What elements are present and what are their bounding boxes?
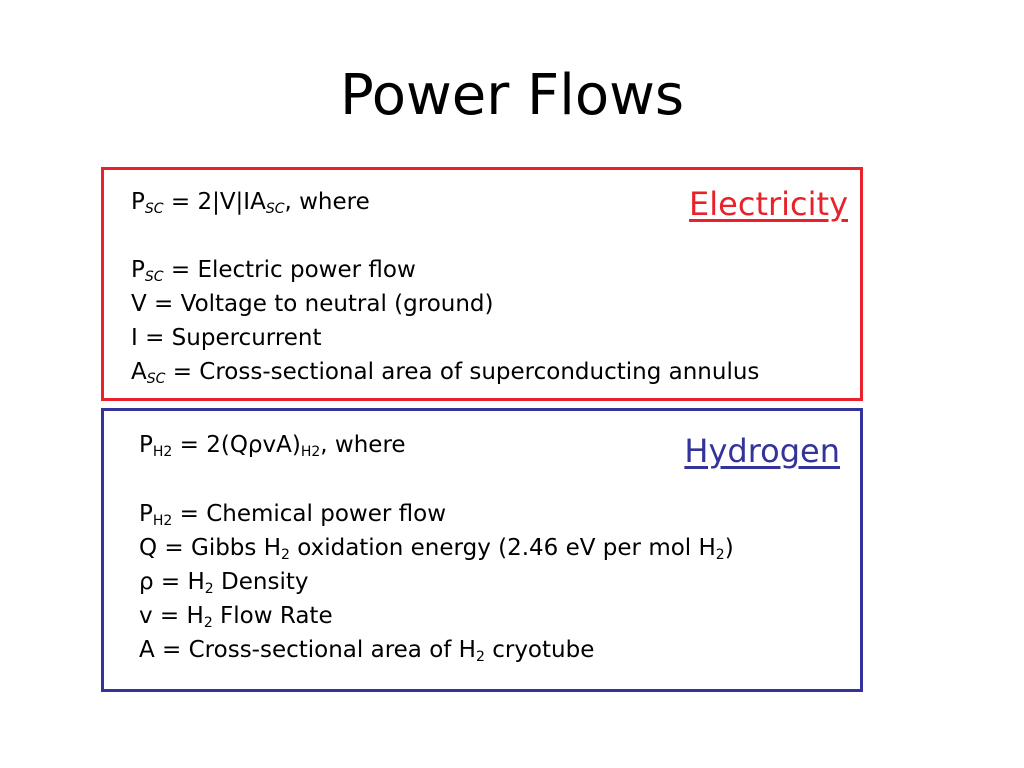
eq-subscript: H2 <box>300 444 321 460</box>
eq-symbol: P <box>131 189 145 215</box>
eq-symbol: P <box>139 432 153 458</box>
def-text: Density <box>213 569 309 595</box>
def-subscript: 2 <box>475 649 485 665</box>
hydrogen-label: Hydrogen <box>684 432 840 470</box>
def-text: = Cross-sectional area of superconductin… <box>165 359 760 385</box>
hydrogen-def-gibbs: Q = Gibbs H2 oxidation energy (2.46 eV p… <box>139 534 734 562</box>
def-subscript: H2 <box>152 513 173 529</box>
electricity-def-power: PSC = Electric power flow <box>131 256 416 284</box>
hydrogen-def-flow-rate: v = H2 Flow Rate <box>139 602 333 630</box>
def-text: ) <box>724 535 734 561</box>
eq-subscript: SC <box>265 201 285 217</box>
def-text: Flow Rate <box>212 603 333 629</box>
def-subscript: 2 <box>203 615 213 631</box>
eq-end: , where <box>284 189 370 215</box>
eq-subscript: SC <box>144 201 164 217</box>
electricity-def-area: ASC = Cross-sectional area of supercondu… <box>131 358 759 386</box>
def-text: oxidation energy (2.46 eV per mol H <box>289 535 716 561</box>
def-text: = Chemical power flow <box>172 501 446 527</box>
def-text: v = H <box>139 603 204 629</box>
eq-end: , where <box>320 432 406 458</box>
def-symbol: A <box>131 359 147 385</box>
def-subscript: 2 <box>715 547 725 563</box>
def-subscript: SC <box>146 371 166 387</box>
def-symbol: P <box>139 501 153 527</box>
def-text: ρ = H <box>139 569 205 595</box>
electricity-equation: PSC = 2|V|IASC, where <box>131 188 370 216</box>
electricity-def-current: I = Supercurrent <box>131 325 322 351</box>
page-title: Power Flows <box>339 63 685 128</box>
eq-body: = 2(QρvA) <box>172 432 301 458</box>
hydrogen-def-area: A = Cross-sectional area of H2 cryotube <box>139 636 594 664</box>
electricity-def-voltage: V = Voltage to neutral (ground) <box>131 291 494 317</box>
def-subscript: SC <box>144 269 164 285</box>
def-symbol: P <box>131 257 145 283</box>
def-text: = Electric power flow <box>163 257 416 283</box>
def-subscript: 2 <box>204 581 214 597</box>
hydrogen-def-density: ρ = H2 Density <box>139 568 308 596</box>
eq-subscript: H2 <box>152 444 173 460</box>
electricity-label: Electricity <box>689 185 848 223</box>
electricity-box: Electricity PSC = 2|V|IASC, where PSC = … <box>101 167 863 401</box>
hydrogen-def-power: PH2 = Chemical power flow <box>139 500 446 528</box>
hydrogen-box: Hydrogen PH2 = 2(QρvA)H2, where PH2 = Ch… <box>101 408 863 692</box>
def-text: A = Cross-sectional area of H <box>139 637 476 663</box>
def-text: Q = Gibbs H <box>139 535 281 561</box>
hydrogen-equation: PH2 = 2(QρvA)H2, where <box>139 431 406 459</box>
eq-body: = 2|V|IA <box>163 189 266 215</box>
def-subscript: 2 <box>281 547 290 563</box>
def-text: cryotube <box>484 637 595 663</box>
